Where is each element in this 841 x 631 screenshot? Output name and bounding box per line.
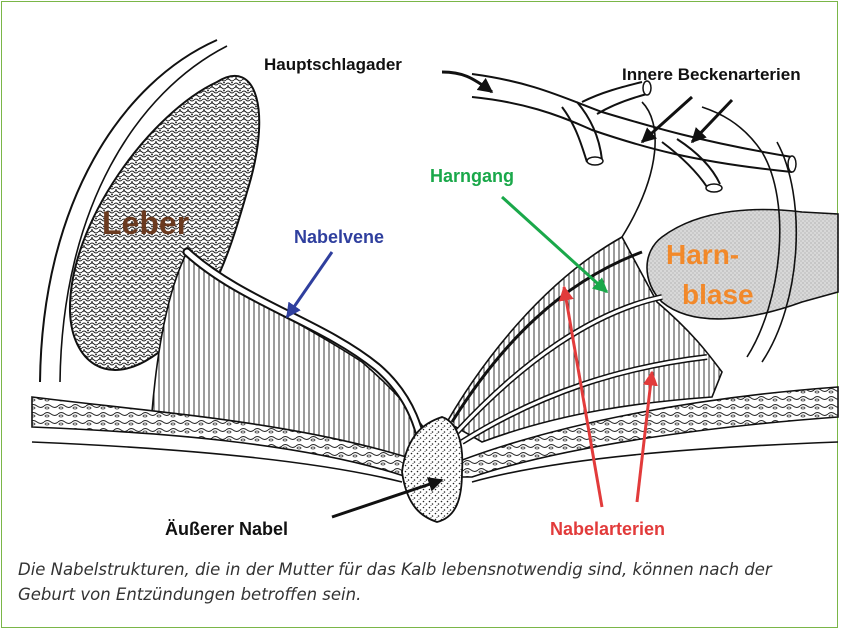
- branch-end-right: [706, 184, 722, 192]
- arrow-beckenarterien-2: [692, 100, 732, 142]
- branch-right-a: [662, 142, 707, 187]
- diagram-svg: Hauptschlagader Innere Beckenarterien Le…: [2, 2, 839, 547]
- label-harnblase-line2: blase: [682, 279, 754, 310]
- arrow-nabelvene: [287, 252, 332, 317]
- aorta-upper-wall: [472, 74, 792, 157]
- branch-end-left: [587, 157, 603, 165]
- umbilical-diagram: Hauptschlagader Innere Beckenarterien Le…: [2, 2, 839, 547]
- label-hauptschlagader: Hauptschlagader: [264, 55, 402, 74]
- arrow-harngang: [502, 197, 607, 292]
- label-aeusserer-nabel: Äußerer Nabel: [165, 519, 288, 539]
- branch-left-a: [562, 107, 587, 162]
- label-leber: Leber: [102, 205, 189, 241]
- label-nabelarterien: Nabelarterien: [550, 519, 665, 539]
- aorta-end: [788, 156, 796, 172]
- figure-caption: Die Nabelstrukturen, die in der Mutter f…: [18, 557, 830, 607]
- label-innere-beckenarterien: Innere Beckenarterien: [622, 65, 801, 84]
- label-harnblase-line1: Harn-: [666, 239, 739, 270]
- branch-top-b: [597, 94, 647, 114]
- label-harngang: Harngang: [430, 166, 514, 186]
- aorta-lower-wall: [472, 97, 792, 172]
- label-nabelvene: Nabelvene: [294, 227, 384, 247]
